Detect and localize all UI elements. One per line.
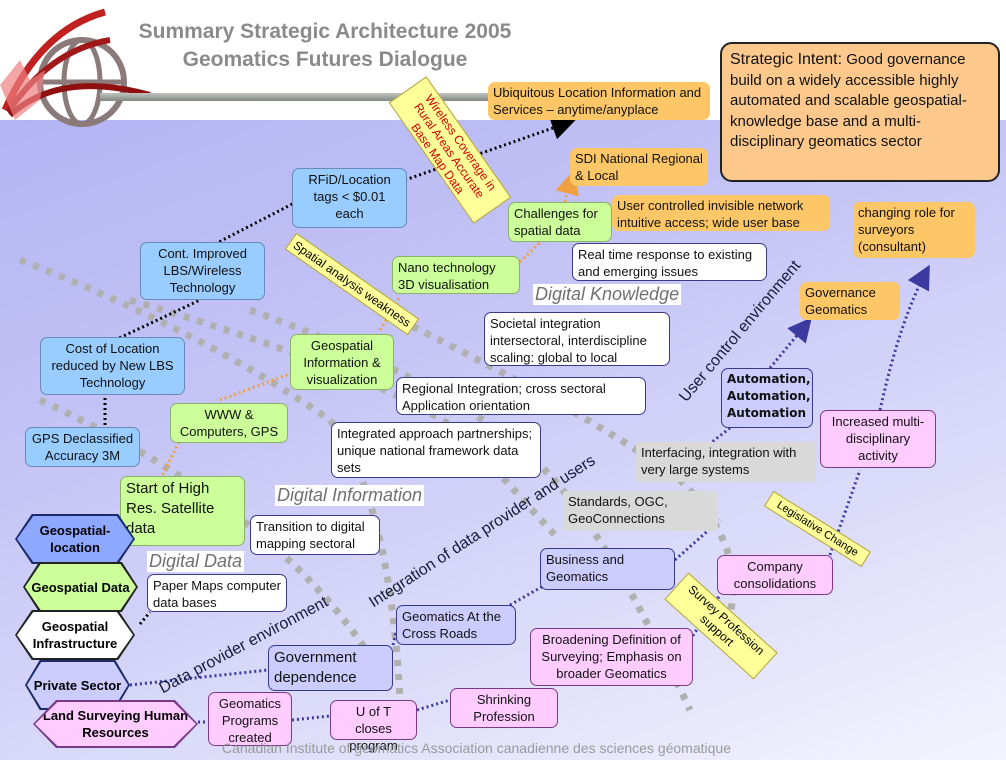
automation-box: Automation, Automation, Automation — [721, 368, 813, 428]
regional-box: Regional Integration; cross sectoral App… — [396, 377, 646, 415]
consolidations-box: Company consolidations — [717, 555, 833, 595]
phase-digital-data: Digital Data — [147, 551, 245, 572]
phase-digital-information: Digital Information — [275, 485, 425, 506]
programs-box: Geomatics Programs created — [208, 692, 292, 746]
uoft-box: U of T closes program — [330, 700, 417, 753]
standards-box: Standards, OGC, GeoConnections — [563, 491, 718, 531]
geospatial-info-box: Geospatial Information & visualization — [290, 334, 394, 390]
real-time-box: Real time response to existing and emerg… — [572, 243, 767, 281]
interfacing-box: Interfacing, integration with very large… — [636, 442, 816, 482]
shrinking-box: Shrinking Profession — [450, 688, 558, 728]
hex-geospatial-data: Geospatial Data — [23, 562, 138, 612]
business-box: Business and Geomatics — [540, 548, 675, 590]
sdi-box: SDI National Regional & Local — [570, 148, 708, 186]
multidisciplinary-box: Increased multi-disciplinary activity — [820, 410, 936, 468]
strategic-intent-box: Strategic Intent: Good governance build … — [720, 42, 1000, 182]
hex-land-surveying: Land Surveying Human Resources — [33, 700, 198, 748]
changing-role-box: changing role for surveyors (consultant) — [853, 202, 975, 258]
societal-box: Societal integration intersectoral, inte… — [484, 312, 670, 366]
footer: Canadian Institute of geomatics Associat… — [222, 740, 731, 756]
cross-roads-box: Geomatics At the Cross Roads — [396, 605, 516, 645]
broadening-box: Broadening Definition of Surveying; Emph… — [530, 628, 693, 686]
nano-box: Nano technology 3D visualisation — [392, 256, 520, 294]
government-box: Government dependence — [268, 645, 393, 691]
user-controlled-network-box: User controlled invisible network intuit… — [612, 195, 830, 231]
ubiquitous-location-box: Ubiquitous Location Information and Serv… — [488, 82, 710, 120]
paper-maps-box: Paper Maps computer data bases — [147, 574, 287, 612]
hex-geospatial-infrastructure: Geospatial Infrastructure — [15, 610, 135, 660]
hex-private-sector: Private Sector — [25, 660, 130, 710]
hex-geospatial-location: Geospatial-location — [15, 514, 135, 564]
gps-box: GPS Declassified Accuracy 3M — [25, 427, 140, 467]
challenges-box: Challenges for spatial data — [508, 202, 612, 242]
cost-location-box: Cost of Location reduced by New LBS Tech… — [40, 337, 185, 395]
transition-box: Transition to digital mapping sectoral — [250, 515, 380, 555]
title-underline — [100, 93, 500, 101]
www-box: WWW & Computers, GPS — [170, 403, 288, 443]
phase-digital-knowledge: Digital Knowledge — [533, 284, 682, 305]
integrated-box: Integrated approach partnerships; unique… — [331, 422, 541, 478]
lbs-box: Cont. Improved LBS/Wireless Technology — [140, 242, 265, 300]
rfid-box: RFiD/Location tags < $0.01 each — [292, 168, 407, 228]
satellite-box: Start of High Res. Satellite data — [120, 476, 245, 546]
governance-box: Governance Geomatics — [800, 282, 900, 320]
